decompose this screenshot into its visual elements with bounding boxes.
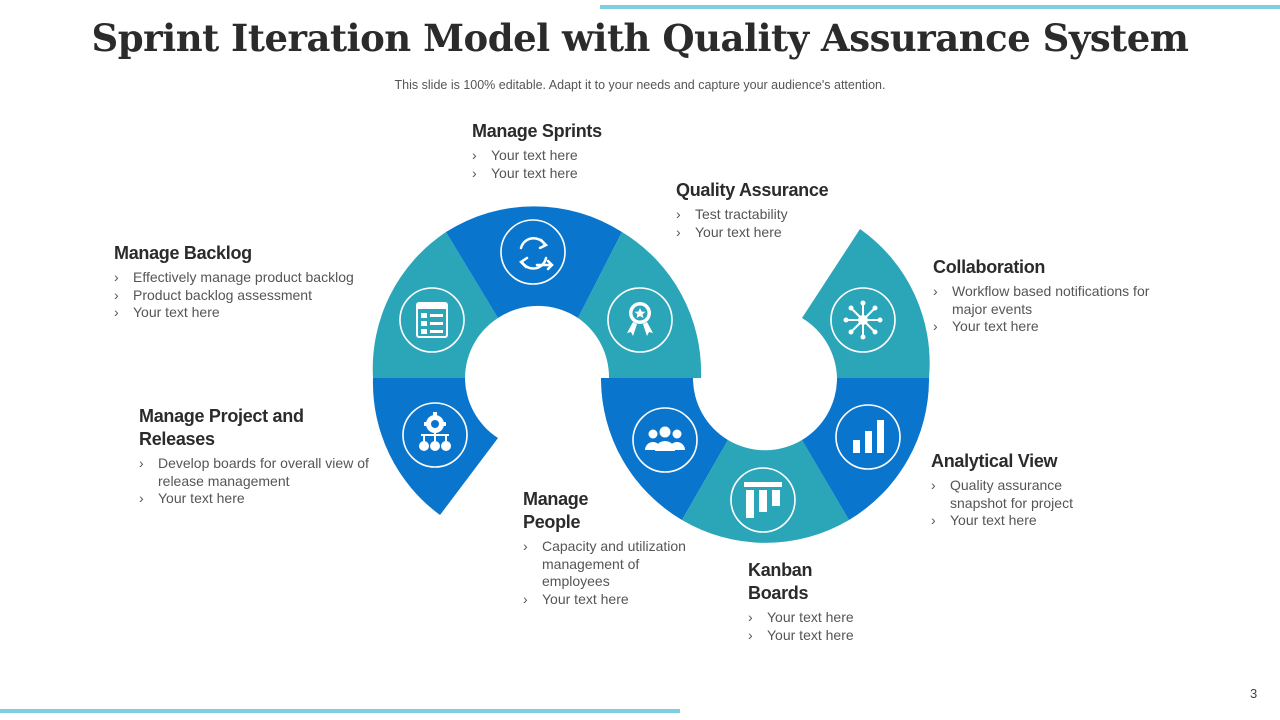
bullet-item: Product backlog assessment <box>114 287 384 305</box>
icon-ring-collab <box>830 287 896 353</box>
page-title: Sprint Iteration Model with Quality Assu… <box>91 16 1189 60</box>
label-heading: Manage Sprints <box>472 121 602 141</box>
bullet-item: Your text here <box>139 490 379 508</box>
icon-ring-qa <box>607 287 673 353</box>
sprint-cycle-icon <box>519 236 554 271</box>
backlog-list-icon <box>416 302 448 338</box>
release-gear-icon <box>419 412 451 451</box>
bullet-item: Workflow based notifications for major e… <box>933 283 1173 318</box>
icon-ring-people <box>632 407 698 473</box>
bullet-item: Your text here <box>676 224 886 242</box>
bullet-item: Your text here <box>114 304 384 322</box>
label-heading: Manage People <box>523 489 589 532</box>
bar-chart-icon <box>853 420 884 453</box>
label-kanban-boards: Kanban Boards Your text here Your text h… <box>748 559 908 644</box>
label-manage-releases: Manage Project and Releases Develop boar… <box>139 405 379 508</box>
bullet-item: Quality assurance snapshot for project <box>931 477 1101 512</box>
bullet-item: Effectively manage product backlog <box>114 269 384 287</box>
label-analytical-view: Analytical View Quality assurance snapsh… <box>931 450 1101 530</box>
bullet-item: Your text here <box>748 627 908 645</box>
top-accent-line <box>600 5 1280 9</box>
icon-ring-backlog <box>399 287 465 353</box>
page-number: 3 <box>1250 686 1258 701</box>
label-heading: Kanban Boards <box>748 560 813 603</box>
bullet-item: Capacity and utilization management of e… <box>523 538 703 591</box>
label-manage-sprints: Manage Sprints Your text here Your text … <box>472 120 672 182</box>
bottom-accent-line <box>0 709 680 713</box>
label-heading: Collaboration <box>933 257 1046 277</box>
bullet-item: Your text here <box>931 512 1101 530</box>
bullet-item: Your text here <box>748 609 908 627</box>
label-manage-people: Manage People Capacity and utilization m… <box>523 488 703 608</box>
kanban-board-icon <box>744 482 782 518</box>
label-heading: Manage Backlog <box>114 243 252 263</box>
label-quality-assurance: Quality Assurance Test tractability Your… <box>676 179 886 241</box>
page-subtitle: This slide is 100% editable. Adapt it to… <box>394 78 886 92</box>
award-badge-icon <box>627 302 653 336</box>
bullet-item: Your text here <box>472 165 672 183</box>
segment-collab <box>802 229 930 378</box>
bullet-item: Your text here <box>472 147 672 165</box>
label-heading: Manage Project and Releases <box>139 406 304 449</box>
bullet-item: Your text here <box>523 591 703 609</box>
icon-ring-sprints <box>500 219 566 285</box>
bullet-item: Develop boards for overall view of relea… <box>139 455 379 490</box>
network-hub-icon <box>843 300 883 340</box>
bullet-item: Your text here <box>933 318 1173 336</box>
label-manage-backlog: Manage Backlog Effectively manage produc… <box>114 242 384 322</box>
icon-ring-kanban <box>730 467 796 533</box>
segment-sprints <box>446 206 622 318</box>
icon-ring-analytics <box>835 404 901 470</box>
label-heading: Quality Assurance <box>676 180 829 200</box>
label-collaboration: Collaboration Workflow based notificatio… <box>933 256 1173 336</box>
bullet-item: Test tractability <box>676 206 886 224</box>
people-group-icon <box>645 426 685 451</box>
icon-ring-release <box>402 402 468 468</box>
label-heading: Analytical View <box>931 451 1058 471</box>
